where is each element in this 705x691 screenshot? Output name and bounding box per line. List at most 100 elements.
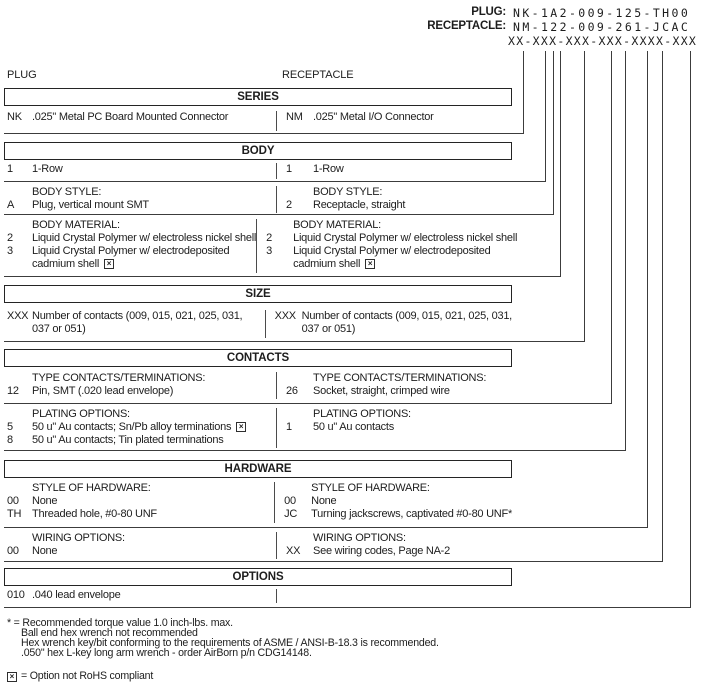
option-row: 2 Liquid Crystal Polymer w/ electroless … (257, 232, 517, 245)
plug-part-number-value: NK-1A2-009-125-TH00 (513, 6, 691, 20)
option-desc-line2: cadmium shell× (293, 258, 517, 271)
wiring-block: WIRING OPTIONS: 00 None WIRING OPTIONS: … (4, 532, 512, 559)
series-right-col: NM .025" Metal I/O Connector (276, 111, 512, 131)
option-desc: Socket, straight, crimped wire (313, 385, 450, 397)
subsection-heading: BODY MATERIAL: (293, 219, 381, 231)
wiring-left: WIRING OPTIONS: 00 None (4, 532, 276, 559)
option-desc-line2: cadmium shell× (32, 258, 256, 271)
section-header-series: SERIES (4, 88, 512, 106)
rohs-legend-text: = Option not RoHS compliant (21, 670, 154, 682)
option-desc: Pin, SMT (.020 lead envelope) (32, 385, 174, 397)
option-row: 00 None (4, 545, 276, 558)
body-material-right: BODY MATERIAL: 2 Liquid Crystal Polymer … (256, 219, 517, 273)
option-code: XXX (7, 310, 29, 322)
option-desc-line2: 037 or 051) (301, 323, 356, 335)
section-header-size: SIZE (4, 285, 512, 303)
options-left: 010 .040 lead envelope (4, 589, 276, 603)
option-desc: Liquid Crystal Polymer w/ electroless ni… (293, 232, 518, 244)
option-code: JC (284, 508, 298, 520)
size-row: XXX Number of contacts (009, 015, 021, 0… (4, 310, 512, 338)
footnote-lkey: .050" hex L-key long arm wrench - order … (21, 647, 312, 659)
pointer-line-body-row (4, 51, 546, 182)
option-code: 1 (7, 163, 13, 175)
option-row: 8 50 u" Au contacts; Tin plated terminat… (4, 434, 276, 447)
body-row-left: 1 1-Row (4, 163, 276, 179)
option-desc-line1: Liquid Crystal Polymer w/ electrodeposit… (32, 245, 230, 257)
option-desc: None (32, 495, 58, 507)
option-row: 3 Liquid Crystal Polymer w/ electrodepos… (4, 245, 256, 271)
option-desc: 1-Row (313, 163, 344, 175)
option-row: NK .025" Metal PC Board Mounted Connecto… (4, 111, 276, 124)
receptacle-part-number-label: RECEPTACLE: (427, 20, 506, 32)
option-desc: .040 lead envelope (32, 589, 121, 601)
not-rohs-icon: × (236, 422, 247, 432)
option-row: 00 None (275, 495, 512, 508)
option-code: TH (7, 508, 22, 520)
option-code: 8 (7, 434, 13, 446)
option-code: XX (286, 545, 301, 557)
body-material-block: BODY MATERIAL: 2 Liquid Crystal Polymer … (4, 219, 517, 273)
body-style-right: BODY STYLE: 2 Receptacle, straight (276, 186, 512, 213)
option-row: 2 Receptacle, straight (277, 199, 512, 212)
option-code: 2 (7, 232, 13, 244)
option-code: 3 (7, 245, 13, 257)
footnote-hex-wrench: Hex wrench key/bit conforming to the req… (21, 637, 439, 649)
option-row: 2 Liquid Crystal Polymer w/ electroless … (4, 232, 256, 245)
rohs-legend: ×= Option not RoHS compliant (7, 670, 153, 682)
series-left-col: NK .025" Metal PC Board Mounted Connecto… (4, 111, 276, 131)
subsection-heading: WIRING OPTIONS: (32, 532, 125, 544)
option-row: 3 Liquid Crystal Polymer w/ electrodepos… (257, 245, 517, 271)
option-code: 00 (284, 495, 296, 507)
option-desc-line1: Liquid Crystal Polymer w/ electrodeposit… (293, 245, 491, 257)
pointer-line-contacts-type (4, 51, 612, 404)
subsection-heading: PLATING OPTIONS: (313, 408, 411, 420)
option-row: 010 .040 lead envelope (4, 589, 276, 602)
option-row: XXX Number of contacts (009, 015, 021, 0… (266, 310, 513, 336)
option-desc: None (311, 495, 337, 507)
plug-column-label: PLUG (7, 69, 37, 81)
option-code: 2 (266, 232, 272, 244)
options-row: 010 .040 lead envelope (4, 589, 512, 603)
option-row: XXX Number of contacts (009, 015, 021, 0… (4, 310, 265, 336)
plating-right: PLATING OPTIONS: 1 50 u" Au contacts (276, 408, 512, 448)
option-code: 00 (7, 495, 19, 507)
option-code: 5 (7, 421, 13, 433)
options-right (276, 589, 512, 603)
option-code: 010 (7, 589, 25, 601)
wiring-right: WIRING OPTIONS: XX See wiring codes, Pag… (276, 532, 512, 559)
option-code: 12 (7, 385, 19, 397)
pointer-line-body-style (4, 51, 554, 215)
receptacle-part-number-value: NM-122-009-261-JCAC (513, 20, 691, 34)
option-desc-line1: Number of contacts (009, 015, 021, 025, … (32, 310, 243, 322)
option-desc-line1: Number of contacts (009, 015, 021, 025, … (301, 310, 513, 322)
subsection-heading: STYLE OF HARDWARE: (311, 482, 430, 494)
series-row: NK .025" Metal PC Board Mounted Connecto… (4, 111, 512, 131)
option-row: TH Threaded hole, #0-80 UNF (4, 508, 274, 521)
option-desc: .025" Metal PC Board Mounted Connector (32, 111, 229, 123)
option-row: XX See wiring codes, Page NA-2 (277, 545, 512, 558)
subsection-heading: WIRING OPTIONS: (313, 532, 406, 544)
plug-part-number-label: PLUG: (471, 6, 506, 18)
option-code: NK (7, 111, 22, 123)
contacts-type-left: TYPE CONTACTS/TERMINATIONS: 12 Pin, SMT … (4, 372, 276, 399)
subsection-heading: BODY STYLE: (32, 186, 102, 198)
size-right: XXX Number of contacts (009, 015, 021, 0… (264, 310, 513, 338)
option-desc: 50 u" Au contacts; Tin plated terminatio… (32, 434, 224, 446)
section-header-contacts: CONTACTS (4, 349, 512, 367)
option-desc: Plug, vertical mount SMT (32, 199, 149, 211)
body-row: 1 1-Row 1 1-Row (4, 163, 512, 179)
contacts-type-block: TYPE CONTACTS/TERMINATIONS: 12 Pin, SMT … (4, 372, 512, 399)
pointer-line-body-material (4, 51, 561, 277)
hardware-style-right: STYLE OF HARDWARE: 00 None JC Turning ja… (274, 482, 512, 523)
option-desc: .025" Metal I/O Connector (313, 111, 434, 123)
option-desc: Threaded hole, #0-80 UNF (32, 508, 157, 520)
option-desc: Turning jackscrews, captivated #0-80 UNF… (311, 508, 512, 520)
option-row: JC Turning jackscrews, captivated #0-80 … (275, 508, 512, 521)
option-code: 1 (286, 421, 292, 433)
option-code: 26 (286, 385, 298, 397)
hardware-style-block: STYLE OF HARDWARE: 00 None TH Threaded h… (4, 482, 512, 523)
not-rohs-icon: × (104, 259, 115, 269)
subsection-heading: TYPE CONTACTS/TERMINATIONS: (313, 372, 487, 384)
body-style-left: BODY STYLE: A Plug, vertical mount SMT (4, 186, 276, 213)
pointer-line-size (4, 51, 585, 342)
